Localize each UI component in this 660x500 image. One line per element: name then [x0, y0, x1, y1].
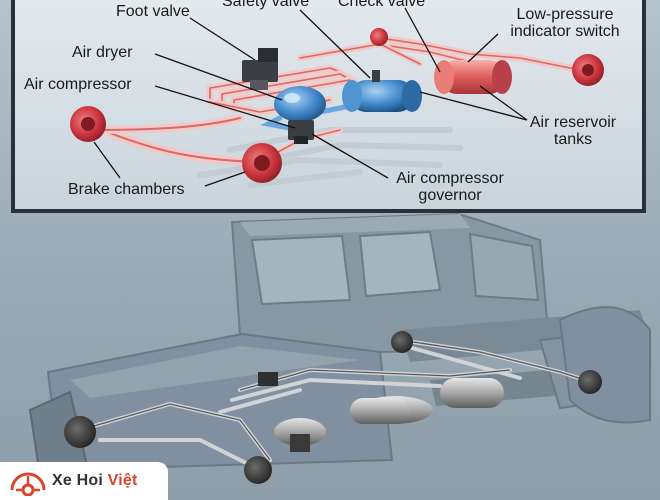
brake-chamber-top-right — [370, 28, 388, 46]
label-air-reservoir-line1: Air reservoir — [529, 114, 617, 131]
leader-check-valve — [404, 7, 441, 73]
leader-reservoir-1 — [479, 85, 528, 121]
watermark-logo: Xe Hoi Việt — [0, 462, 168, 500]
leader-compressor — [154, 85, 296, 129]
leader-governor — [311, 133, 389, 179]
brake-chamber-bottom — [242, 143, 282, 183]
leader-lines — [93, 7, 528, 187]
label-safety-valve: Safety valve — [222, 0, 310, 10]
label-low-pressure-line1: Low-pressure — [516, 6, 614, 23]
blue-tank-component — [342, 70, 422, 112]
leader-brake-chamber-1 — [93, 141, 121, 179]
leader-reservoir-2 — [419, 91, 528, 121]
label-governor-line1: Air compressor — [396, 170, 504, 187]
foot-valve-component — [242, 48, 278, 90]
leader-brake-chamber-2 — [204, 171, 246, 187]
air-dryer-component — [274, 86, 326, 122]
air-reservoir-tank — [434, 60, 512, 94]
label-air-reservoir-tanks: Air reservoir tanks — [518, 114, 628, 148]
label-air-compressor: Air compressor — [24, 76, 132, 93]
inset-panel — [11, 0, 646, 213]
steering-wheel-icon — [10, 472, 46, 496]
leader-safety-valve — [299, 9, 371, 79]
watermark-text: Xe Hoi Việt — [52, 472, 138, 490]
label-low-pressure-switch: Low-pressure indicator switch — [495, 6, 635, 40]
watermark-brand-accent: Việt — [107, 472, 138, 489]
leader-foot-valve — [189, 17, 256, 61]
brake-chamber-left — [70, 106, 106, 142]
truck-illustration — [28, 212, 651, 484]
label-governor-line2: governor — [418, 187, 482, 204]
brake-chamber-right — [572, 54, 604, 86]
label-check-valve: Check valve — [338, 0, 426, 10]
air-compressor-component — [288, 120, 314, 144]
label-air-dryer: Air dryer — [72, 44, 133, 61]
label-low-pressure-line2: indicator switch — [510, 23, 620, 40]
label-foot-valve: Foot valve — [116, 3, 190, 20]
label-brake-chambers: Brake chambers — [68, 181, 185, 198]
leader-air-dryer — [154, 53, 283, 101]
label-air-compressor-governor: Air compressor governor — [380, 170, 520, 204]
leader-low-pressure — [467, 33, 499, 63]
label-air-reservoir-line2: tanks — [553, 131, 593, 148]
watermark-brand-main: Xe Hoi — [52, 472, 108, 489]
brake-chamber-icons — [70, 28, 604, 183]
